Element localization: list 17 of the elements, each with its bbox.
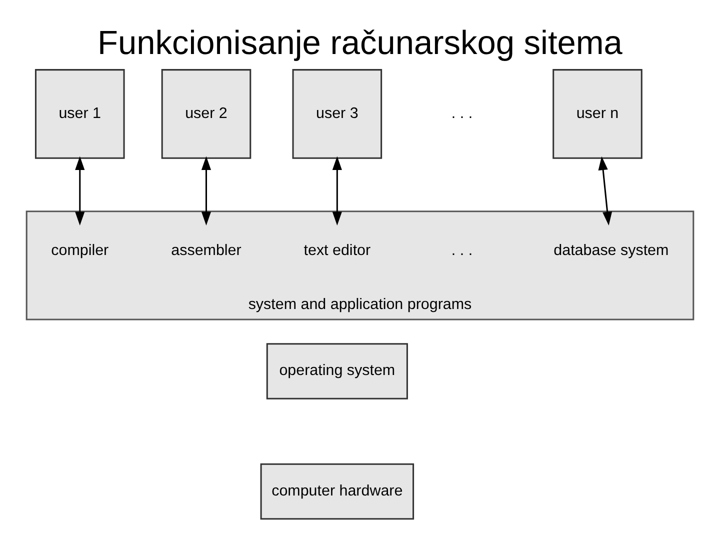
arrow [201,156,212,226]
node-text: assembler [171,242,242,259]
node-box: operating system [266,343,408,400]
node-text: text editor [304,242,371,259]
node-box: computer hardware [260,463,414,520]
node-box: user 1 [34,69,125,159]
arrow [75,156,85,226]
node-text: . . . [451,242,473,259]
arrow [332,156,342,226]
node-box: user 3 [292,69,382,159]
diagram-title: Funkcionisanje računarskog sitema [98,24,622,62]
node-box: user n [552,69,642,159]
node-text: compiler [51,242,109,259]
node-box: user 2 [161,69,252,159]
node-text: database system [554,242,669,259]
label: . . . [451,104,473,122]
arrow [598,156,612,226]
